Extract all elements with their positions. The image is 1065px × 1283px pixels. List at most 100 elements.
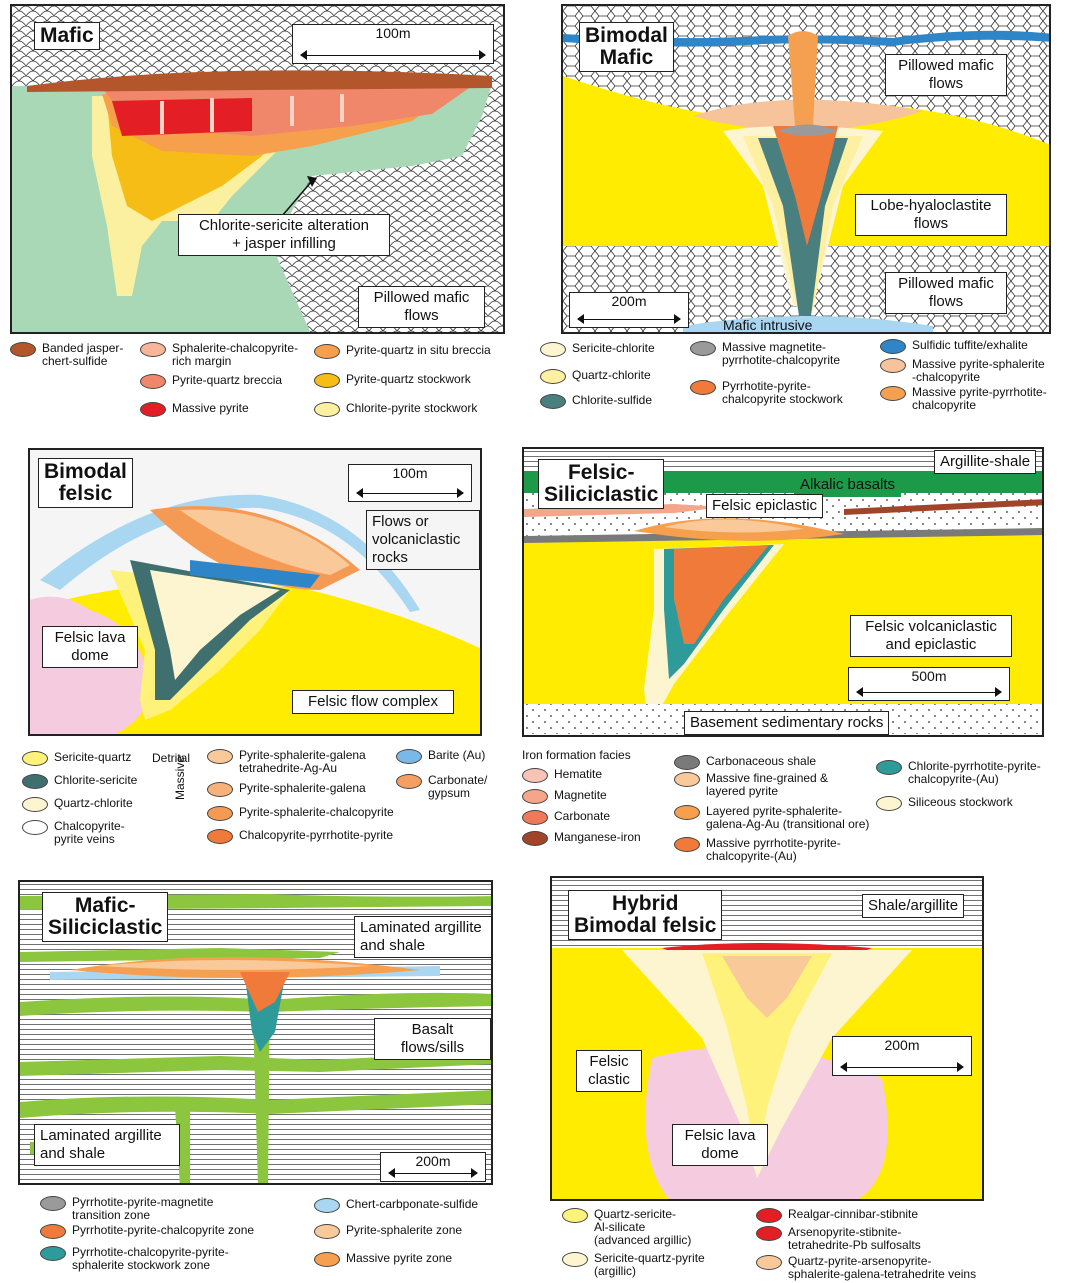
legend-text: Pyrrhotite-chalcopyrite-pyrite- sphaleri… [72, 1246, 282, 1272]
swatch [40, 1196, 66, 1211]
shale-label: Shale/argillite [862, 894, 964, 918]
felsic-clastic-label: Felsic clastic [576, 1050, 642, 1092]
swatch [140, 342, 166, 357]
swatch [562, 1208, 588, 1223]
legend-text: Pyrite-quartz in situ breccia [346, 344, 516, 357]
swatch [690, 380, 716, 395]
legend-text: Realgar-cinnibar-stibnite [788, 1208, 988, 1221]
legend-text: Massive pyrite-pyrrhotite- chalcopyrite [912, 386, 1062, 412]
swatch [314, 1224, 340, 1239]
legend-text: Pyrrhotite-pyrite- chalcopyrite stockwor… [722, 380, 872, 406]
swatch [540, 342, 566, 357]
swatch [40, 1246, 66, 1261]
swatch [10, 342, 36, 357]
legend-text: Manganese-iron [554, 831, 664, 844]
scale-label: 200m [415, 1153, 450, 1169]
swatch [876, 760, 902, 775]
legend-text: Massive pyrite [172, 402, 322, 415]
legend-text: Pyrite-quartz stockwork [346, 373, 496, 386]
swatch [314, 1252, 340, 1267]
legend-text: Sphalerite-chalcopyrite- rich margin [172, 342, 322, 368]
legend-text: Carbonaceous shale [706, 755, 856, 768]
legend-text: Massive fine-grained & layered pyrite [706, 772, 856, 798]
iron-heading: Iron formation facies [522, 749, 631, 762]
swatch [674, 755, 700, 770]
swatch [522, 789, 548, 804]
bimodal-mafic-scale-bar: 200m [569, 292, 689, 328]
pillowed-top-label: Pillowed mafic flows [885, 54, 1007, 96]
mafic-scale-bar: 100m [292, 24, 494, 64]
swatch [314, 1198, 340, 1213]
legend-text: Siliceous stockwork [908, 796, 1065, 809]
bimodal-felsic-title: Bimodal felsic [38, 458, 133, 508]
swatch [522, 768, 548, 783]
legend-text: Sulfidic tuffite/exhalite [912, 339, 1062, 352]
bimodal-mafic-title: Bimodal Mafic [579, 22, 674, 72]
swatch [880, 386, 906, 401]
legend-text: Magnetite [554, 789, 664, 802]
swatch [522, 810, 548, 825]
intrusive-label: Mafic intrusive [723, 319, 812, 332]
swatch [674, 772, 700, 787]
legend-text: Chlorite-pyrite stockwork [346, 402, 496, 415]
legend-text: Pyrite-sphalerite-galena tetrahedrite-Ag… [239, 749, 389, 775]
legend-text: Chalcopyrite-pyrrhotite-pyrite [239, 829, 419, 842]
swatch [22, 774, 48, 789]
swatch [314, 402, 340, 417]
legend-text: Massive pyrite-sphalerite -chalcopyrite [912, 358, 1062, 384]
legend-text: Chalcopyrite- pyrite veins [54, 820, 204, 846]
legend-text: Quartz-sericite- Al-silicate (advanced a… [594, 1208, 724, 1247]
swatch [140, 374, 166, 389]
alteration-label: Chlorite-sericite alteration + jasper in… [178, 214, 390, 256]
flows-label: Flows or volcaniclastic rocks [366, 510, 480, 570]
swatch [756, 1208, 782, 1223]
mafic-panel: Mafic 100m Chlorite-sericite alteration … [10, 4, 505, 334]
swatch [396, 774, 422, 789]
swatch [756, 1255, 782, 1270]
legend-text: Carbonate [554, 810, 664, 823]
mafic-title: Mafic [34, 22, 100, 50]
felsic-siliciclastic-panel: Felsic- Siliciclastic Argillite-shale Al… [522, 447, 1044, 737]
legend-text: Pyrite-sphalerite-galena [239, 782, 389, 795]
swatch [876, 796, 902, 811]
scale-label: 500m [911, 668, 946, 684]
flow-complex-label: Felsic flow complex [292, 690, 454, 714]
legend-text: Chert-carbponate-sulfide [346, 1198, 496, 1211]
legend-text: Pyrite-quartz breccia [172, 374, 322, 387]
legend-text: Banded jasper- chert-sulfide [42, 342, 142, 368]
pillowed-bottom-label: Pillowed mafic flows [885, 272, 1007, 314]
volcaniclastic-label: Felsic volcaniclastic and epiclastic [850, 615, 1012, 657]
pillowed-flows-label: Pillowed mafic flows [358, 286, 485, 328]
bimodal-felsic-panel: Bimodal felsic 100m Flows or volcaniclas… [28, 448, 482, 736]
legend-text: Pyrite-sphalerite zone [346, 1224, 496, 1237]
bimodal-felsic-scale-bar: 100m [348, 464, 472, 502]
legend-text: Massive pyrite zone [346, 1252, 496, 1265]
scale-label: 200m [611, 293, 646, 309]
legend-text: Barite (Au) [428, 749, 508, 762]
felsic-dome-label: Felsic lava dome [42, 626, 138, 668]
argillite-label: Argillite-shale [934, 450, 1036, 474]
hybrid-scale-bar: 200m [832, 1036, 972, 1076]
legend-text: Pyrrhotite-pyrite-magnetite transition z… [72, 1196, 282, 1222]
swatch [207, 782, 233, 797]
legend-text: Chlorite-pyrrhotite-pyrite- chalcopyrite… [908, 760, 1065, 786]
swatch [207, 829, 233, 844]
scale-label: 100m [375, 25, 410, 41]
swatch [314, 344, 340, 359]
legend-text: Quartz-pyrite-arsenopyrite- sphalerite-g… [788, 1255, 1028, 1281]
hybrid-title: Hybrid Bimodal felsic [568, 890, 722, 940]
legend-text: Hematite [554, 768, 664, 781]
swatch [880, 339, 906, 354]
felsic-siliciclastic-scale-bar: 500m [848, 667, 1010, 701]
legend-text: Chlorite-sulfide [572, 394, 722, 407]
swatch [562, 1252, 588, 1267]
legend-text: Sericite-quartz-pyrite (argillic) [594, 1252, 724, 1278]
massive-pyrite [112, 98, 252, 136]
basalt-label: Basalt flows/sills [374, 1018, 491, 1060]
legend-text: Massive magnetite- pyrrhotite-chalcopyri… [722, 341, 872, 367]
bimodal-mafic-panel: Bimodal Mafic Pillowed mafic flows Lobe-… [561, 4, 1051, 334]
swatch [756, 1226, 782, 1241]
hybrid-dome-label: Felsic lava dome [672, 1124, 768, 1166]
massive-label: Massive [174, 756, 187, 800]
basement-label: Basement sedimentary rocks [684, 711, 889, 735]
